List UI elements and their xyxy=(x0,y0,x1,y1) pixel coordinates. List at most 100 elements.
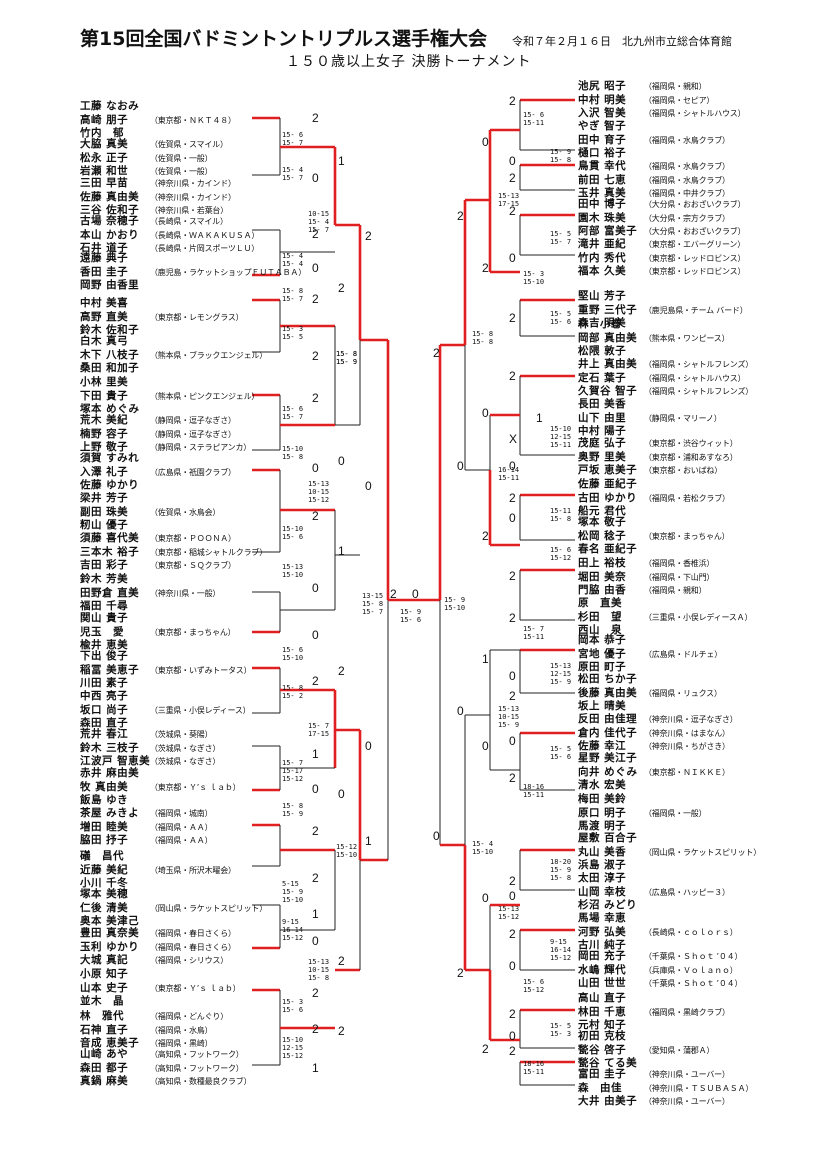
player-row: 原口 明子（福岡県・一般） xyxy=(578,807,707,821)
player-affiliation: （佐賀県・一般） xyxy=(150,167,213,177)
player-name: 荒木 美紀 xyxy=(80,414,129,426)
player-name: 長田 美香 xyxy=(578,398,627,410)
player-row: 戸坂 恵美子（東京都・おいばね） xyxy=(578,464,738,478)
player-name: 田野倉 直美 xyxy=(80,586,140,599)
player-name: 馬渡 明子 xyxy=(578,820,627,833)
player-row: 田中 育子（福岡県・水鳥クラブ） xyxy=(578,134,730,148)
player-row: 竹内 郁 xyxy=(80,127,236,141)
win-count-mark: 2 xyxy=(338,664,345,678)
player-row: 佐藤 真由美（神奈川県・カインド） xyxy=(80,191,236,205)
win-count-mark: 0 xyxy=(338,454,345,468)
player-row: 玉利 ゆかり（福岡県・春日さくら） xyxy=(80,941,236,955)
team-left-6: 中村 美喜高野 直美（東京都・レモングラス）鈴木 佐和子 xyxy=(80,297,244,338)
player-row: 礒 昌代 xyxy=(80,850,236,864)
player-name: 竹内 郁 xyxy=(80,127,124,140)
player-affiliation: （東京都・いずみトータス） xyxy=(150,665,252,675)
player-name: 須賀 すみれ xyxy=(80,452,140,464)
player-row: 奥本 美津己 xyxy=(80,915,267,929)
player-row: 田野倉 直美 （神奈川県・一般） xyxy=(80,587,220,601)
win-count-mark: 2 xyxy=(365,229,372,243)
player-row: 林 小巻 xyxy=(578,318,729,332)
player-name: 音成 恵美子 xyxy=(80,1037,140,1050)
player-name: 浜島 淑子 xyxy=(578,859,627,872)
player-name: 塚本 めぐみ xyxy=(80,403,140,416)
player-row: 定石 葉子（福岡県・シャトルハウス） xyxy=(578,372,753,386)
player-row: 中村 美喜 xyxy=(80,297,243,311)
player-row: 飯島 ゆき xyxy=(80,794,241,808)
player-row: 初田 克枝 xyxy=(578,1030,714,1044)
match-score: 15- 4 15- 4 xyxy=(282,252,304,268)
player-row: 吉田 彩子（東京都・ＳＱクラブ） xyxy=(80,559,267,573)
player-name: 屋敷 百合子 xyxy=(578,832,638,844)
player-name: 山下 由里 xyxy=(578,411,627,424)
player-affiliation: （茨城県・なぎさ） xyxy=(150,757,221,767)
player-row: 富田 圭子（神奈川県・ユーバー） xyxy=(578,1068,753,1082)
player-row: 鳥貫 幸代（福岡県・水鳥クラブ） xyxy=(578,160,730,174)
player-row: 高野 直美（東京都・レモングラス） xyxy=(80,311,244,325)
player-name: 佐藤 真由美 xyxy=(80,190,140,203)
player-name: 木下 八枝子 xyxy=(80,348,140,361)
player-row: 下田 貴子（熊本県・ピンクエンジェル） xyxy=(80,390,259,404)
match-score: 15- 6 15-12 xyxy=(550,546,572,562)
team-right-17: 反田 由佳理（神奈川県・逗子なぎさ）倉内 佳代子（神奈川県・はまなん）佐藤 幸江… xyxy=(578,713,738,754)
player-row: 山下 由里（静岡県・マリーノ） xyxy=(578,412,722,426)
win-count-mark: 0 xyxy=(509,959,516,973)
player-affiliation: （福岡県・黒崎） xyxy=(150,1039,213,1049)
player-name: 白木 真弓 xyxy=(80,335,129,347)
player-affiliation: （神奈川県・一般） xyxy=(150,588,221,598)
player-name: 玉井 真美 xyxy=(578,187,627,200)
team-right-8: 井上 真由美（福岡県・シャトルフレンズ）定石 葉子（福岡県・シャトルハウス）久賀… xyxy=(578,358,753,399)
team-left-3: 三田 早苗（神奈川県・カインド）佐藤 真由美（神奈川県・カインド）三谷 佐和子（… xyxy=(80,177,236,218)
player-row: 倉内 佳代子（神奈川県・はまなん） xyxy=(578,727,738,741)
team-right-19: 梅田 美鈴原口 明子（福岡県・一般）馬渡 明子 xyxy=(578,793,707,834)
player-name: 向井 めぐみ xyxy=(578,765,638,778)
team-right-24: 高山 直子林田 千恵（福岡県・黒崎クラブ）元村 知子 xyxy=(578,992,730,1033)
player-affiliation: （広島県・ハッピー３） xyxy=(644,887,730,897)
player-row: 下出 俊子 xyxy=(80,650,251,664)
player-row: 佐藤 ゆかり xyxy=(80,479,236,493)
player-row: 丸山 美香（岡山県・ラケットスピリット） xyxy=(578,846,761,860)
player-row: 並木 晶 xyxy=(80,995,241,1009)
player-name: 古田 ゆかり xyxy=(578,491,638,504)
team-right-7: 林 小巻岡部 真由美（熊本県・ワンピース）松隈 敦子 xyxy=(578,318,730,359)
player-name: 戸坂 恵美子 xyxy=(578,464,638,477)
player-name: 山岡 幸枝 xyxy=(578,885,627,898)
win-count-mark: 2 xyxy=(312,391,319,405)
player-row: 松永 正子（佐賀県・一般） xyxy=(80,152,228,166)
player-affiliation: （神奈川県・ちがさき） xyxy=(644,742,730,752)
team-right-18: 星野 美江子向井 めぐみ（東京都・ＮＩＫＫＥ）清水 宏美 xyxy=(578,752,730,793)
player-row: 坂口 尚子（三重県・小俣レディース） xyxy=(80,704,251,718)
player-affiliation: （千葉県・Ｓｈｏｔ ’０４） xyxy=(644,979,743,989)
player-name: 香田 圭子 xyxy=(80,265,129,278)
player-name: 茂庭 弘子 xyxy=(578,437,627,449)
team-right-6: 堅山 芳子重野 三代子（鹿児島県・チーム バード）森吉 明美 xyxy=(578,290,748,331)
player-row: 山岡 幸枝 （広島県・ハッピー３） xyxy=(578,886,730,900)
win-count-mark: 0 xyxy=(433,829,440,843)
player-name: 吉田 彩子 xyxy=(80,559,129,572)
player-row: 江波戸 智恵美（茨城県・なぎさ） xyxy=(80,755,220,769)
player-row: 三本木 裕子（東京都・稲城シャトルクラブ） xyxy=(80,546,267,560)
player-name: 馬場 幸恵 xyxy=(578,912,627,924)
player-row: 白木 真弓 xyxy=(80,335,267,349)
player-row: 木下 八枝子（熊本県・ブラックエンジェル） xyxy=(80,349,267,363)
player-name: 西山 泉 xyxy=(578,624,622,637)
player-row: 牧 真由美（東京都・Ｙ’ｓ ｌａｂ） xyxy=(80,781,241,795)
player-row: 岡部 真由美（熊本県・ワンピース） xyxy=(578,332,730,346)
player-row: 太田 淳子 xyxy=(578,872,730,886)
player-name: 佐藤 亜紀子 xyxy=(578,478,638,490)
player-row: 入沢 智美（福岡県・シャトルハウス） xyxy=(578,107,746,121)
win-count-mark: 1 xyxy=(312,1061,319,1075)
match-score: 15- 8 15- 8 xyxy=(472,330,494,346)
win-count-mark: 2 xyxy=(482,261,489,275)
player-row: 星野 美江子 xyxy=(578,752,730,766)
player-row: 前田 七恵（福岡県・水鳥クラブ） xyxy=(578,174,730,188)
player-affiliation: （岡山県・ラケットスピリット） xyxy=(644,847,761,857)
player-row: 長田 美香 xyxy=(578,398,722,412)
player-row: 音成 恵美子 （福岡県・黒崎） xyxy=(80,1037,228,1051)
player-name: 田中 博子 xyxy=(578,198,627,210)
win-count-mark: 0 xyxy=(365,479,372,493)
team-left-7: 白木 真弓木下 八枝子（熊本県・ブラックエンジェル）桑田 和加子 xyxy=(80,335,267,376)
player-name: 鳥貫 幸代 xyxy=(578,160,627,172)
win-count-mark: 0 xyxy=(482,891,489,905)
win-count-mark: 1 xyxy=(338,544,345,558)
